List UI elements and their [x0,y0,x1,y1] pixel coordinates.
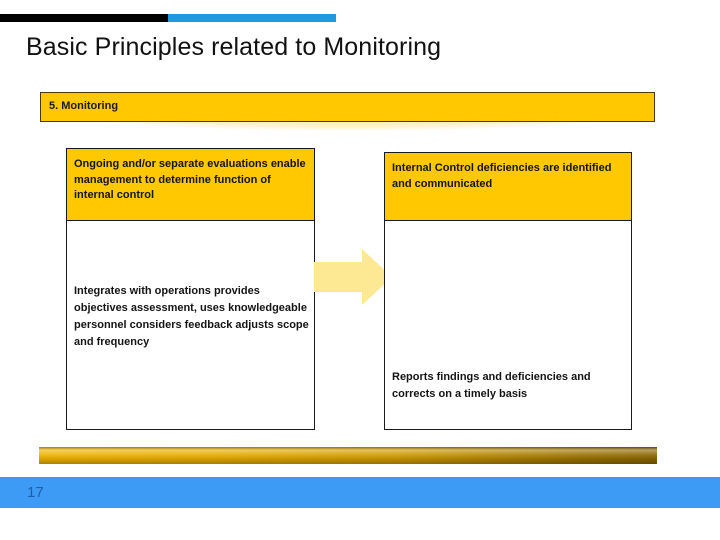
section-header-label: 5. Monitoring [49,100,119,112]
topbar-blue-segment [168,14,336,22]
section-header-bar: 5. Monitoring [40,92,655,122]
footer-bar [0,477,720,508]
box-right-heading: Internal Control deficiencies are identi… [385,153,631,221]
page-number: 17 [27,484,44,501]
box-right-text: Reports findings and deficiencies and co… [392,371,591,401]
monitoring-box-right: Internal Control deficiencies are identi… [384,152,632,430]
monitoring-box-left: Ongoing and/or separate evaluations enab… [66,148,315,430]
gold-divider-bar [39,447,657,464]
box-left-heading: Ongoing and/or separate evaluations enab… [67,149,314,221]
box-left-text: Integrates with operations provides obje… [74,285,309,349]
right-arrow-icon [314,249,392,305]
page-title: Basic Principles related to Monitoring [26,33,442,61]
topbar-black-segment [0,14,168,22]
section-header-shadow [36,120,666,142]
